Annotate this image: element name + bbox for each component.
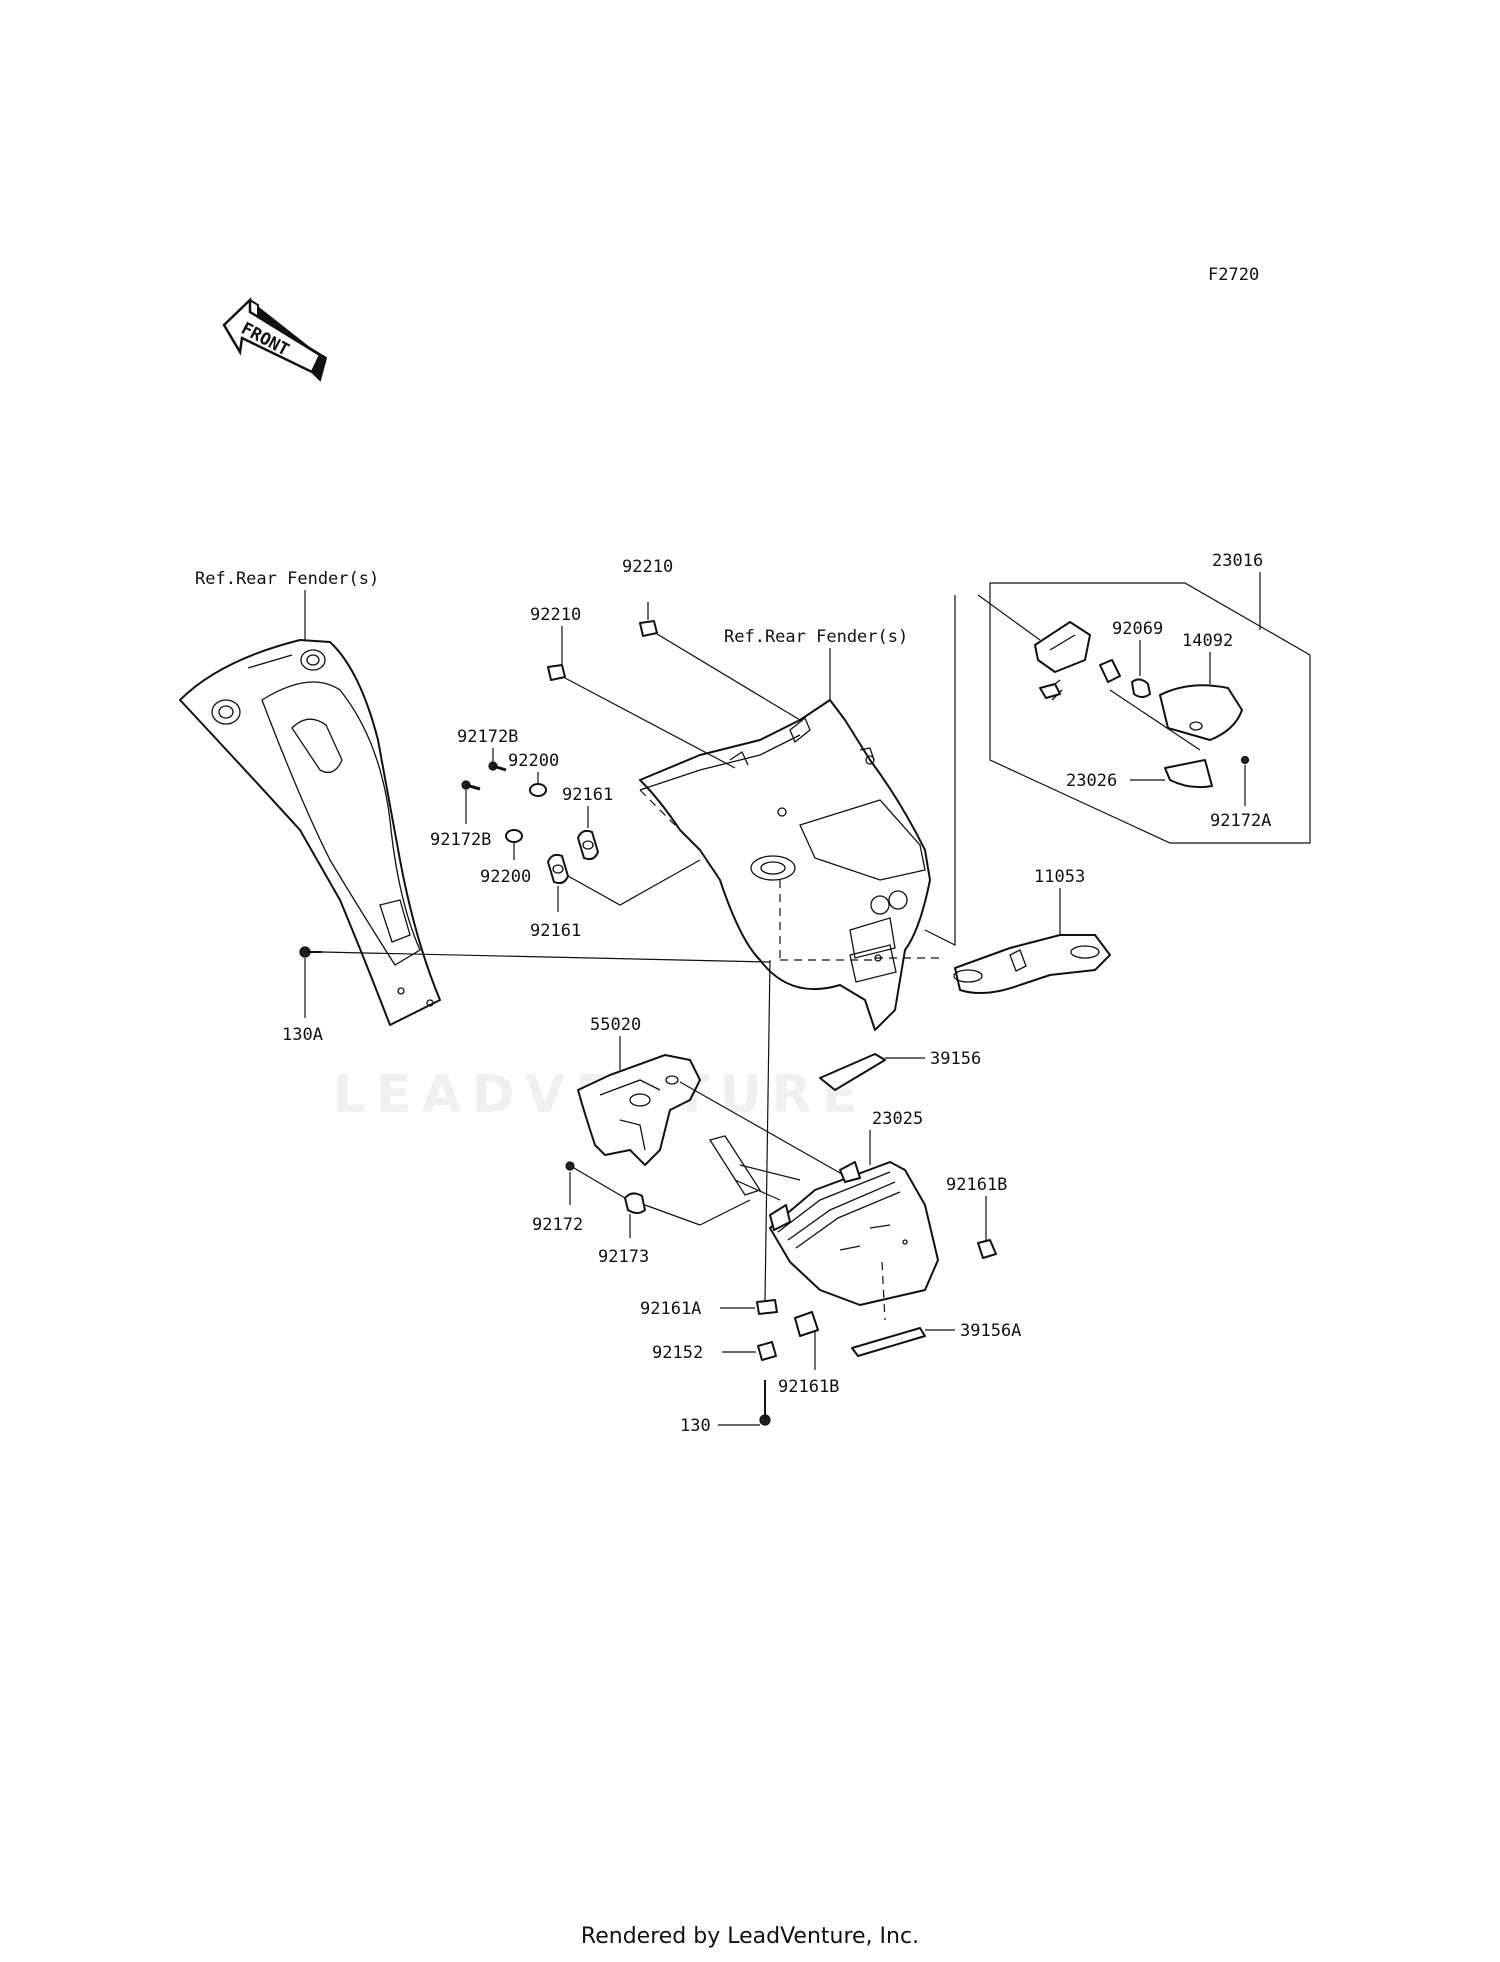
clip-92210-left[interactable] bbox=[547, 664, 566, 681]
lens-14092[interactable] bbox=[1159, 684, 1243, 741]
callout-92200-top: 92200 bbox=[508, 751, 559, 771]
callout-92152: 92152 bbox=[652, 1343, 703, 1363]
grommet-92161B-bottom[interactable] bbox=[794, 1311, 819, 1337]
callout-ref-rear-fender-left: Ref.Rear Fender(s) bbox=[195, 569, 379, 589]
callout-92200-bottom: 92200 bbox=[480, 867, 531, 887]
callout-92161B-right: 92161B bbox=[946, 1175, 1007, 1195]
callout-92210-left: 92210 bbox=[530, 605, 581, 625]
front-arrow-icon: FRONT bbox=[222, 297, 328, 382]
callout-92173: 92173 bbox=[598, 1247, 649, 1267]
callout-130: 130 bbox=[680, 1416, 711, 1436]
bolt-130[interactable] bbox=[759, 1380, 771, 1426]
bracket-55020[interactable] bbox=[577, 1054, 701, 1166]
callout-92172: 92172 bbox=[532, 1215, 583, 1235]
bolt-92172B-bottom[interactable] bbox=[461, 780, 481, 791]
callout-92172B-bottom: 92172B bbox=[430, 830, 491, 850]
figure-code: F2720 bbox=[1208, 265, 1259, 285]
bolt-92172B-top[interactable] bbox=[488, 761, 507, 772]
callout-55020: 55020 bbox=[590, 1015, 641, 1035]
callout-92161B-bottom: 92161B bbox=[778, 1377, 839, 1397]
nut-92173[interactable] bbox=[624, 1192, 646, 1214]
grommet-92161-top[interactable] bbox=[577, 829, 599, 861]
grommet-92161A[interactable] bbox=[756, 1299, 778, 1315]
callout-92069: 92069 bbox=[1112, 619, 1163, 639]
pad-39156A[interactable] bbox=[851, 1327, 926, 1357]
callout-23026: 23026 bbox=[1066, 771, 1117, 791]
reflector-23026[interactable] bbox=[1164, 759, 1213, 789]
callout-14092: 14092 bbox=[1182, 631, 1233, 651]
callout-92172B-top: 92172B bbox=[457, 727, 518, 747]
bolt-130A[interactable] bbox=[299, 946, 322, 958]
washer-92200-top[interactable] bbox=[529, 783, 547, 797]
washer-92200-bottom[interactable] bbox=[505, 829, 523, 843]
tail-light-23025[interactable] bbox=[769, 1161, 939, 1306]
callout-92161-top: 92161 bbox=[562, 785, 613, 805]
callout-23016: 23016 bbox=[1212, 551, 1263, 571]
turn-signal-socket[interactable] bbox=[1034, 621, 1121, 701]
grommet-92161-bottom[interactable] bbox=[547, 853, 569, 885]
screw-92172A[interactable] bbox=[1240, 755, 1250, 765]
screw-92172[interactable] bbox=[565, 1161, 575, 1171]
callout-23025: 23025 bbox=[872, 1109, 923, 1129]
callout-39156: 39156 bbox=[930, 1049, 981, 1069]
callout-92172A: 92172A bbox=[1210, 811, 1271, 831]
callout-92161A: 92161A bbox=[640, 1299, 701, 1319]
callout-11053: 11053 bbox=[1034, 867, 1085, 887]
callout-92161-bottom: 92161 bbox=[530, 921, 581, 941]
left-rear-fender[interactable] bbox=[179, 639, 441, 1026]
collar-92152[interactable] bbox=[757, 1341, 777, 1361]
callout-39156A: 39156A bbox=[960, 1321, 1021, 1341]
clip-92210-top[interactable] bbox=[639, 620, 658, 637]
footer-credit: Rendered by LeadVenture, Inc. bbox=[580, 1924, 920, 1949]
pad-39156[interactable] bbox=[819, 1053, 886, 1091]
bracket-11053[interactable] bbox=[953, 934, 1111, 995]
grommet-92161B-right[interactable] bbox=[977, 1239, 997, 1259]
callout-130A: 130A bbox=[282, 1025, 323, 1045]
callout-ref-rear-fender-right: Ref.Rear Fender(s) bbox=[724, 627, 908, 647]
bulb-92069[interactable] bbox=[1131, 678, 1151, 698]
center-rear-fender[interactable] bbox=[639, 699, 931, 1031]
callout-92210-top: 92210 bbox=[622, 557, 673, 577]
